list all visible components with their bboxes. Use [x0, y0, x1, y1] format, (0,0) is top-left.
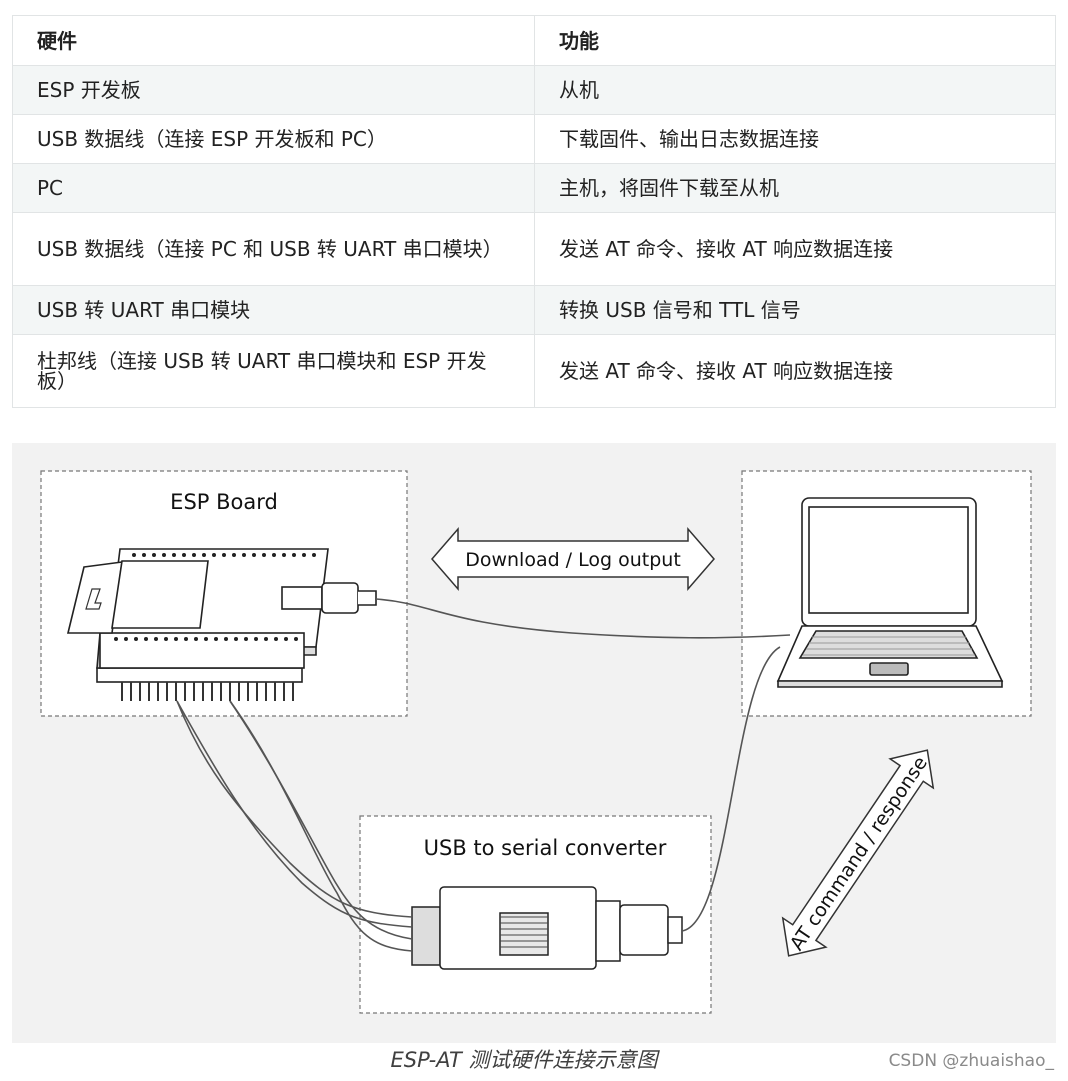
cables — [176, 598, 791, 952]
cell-function: 转换 USB 信号和 TTL 信号 — [534, 285, 1056, 335]
table-row: USB 数据线（连接 ESP 开发板和 PC） 下载固件、输出日志数据连接 — [12, 114, 1056, 164]
figure-caption: ESP-AT 测试硬件连接示意图 — [390, 1048, 658, 1072]
usb-serial-converter-illustration — [411, 886, 683, 970]
hardware-table: 硬件 功能 ESP 开发板 从机 USB 数据线（连接 ESP 开发板和 PC）… — [12, 15, 1056, 408]
table-row: USB 转 UART 串口模块 转换 USB 信号和 TTL 信号 — [12, 285, 1056, 335]
watermark: CSDN @zhuaishao_ — [888, 1051, 1054, 1071]
header-hardware: 硬件 — [12, 15, 535, 66]
download-arrow-label: Download / Log output — [465, 549, 681, 571]
cell-function: 从机 — [534, 65, 1056, 115]
table-row: USB 数据线（连接 PC 和 USB 转 UART 串口模块） 发送 AT 命… — [12, 212, 1056, 286]
cell-hardware: 杜邦线（连接 USB 转 UART 串口模块和 ESP 开发板） — [12, 334, 535, 408]
header-function: 功能 — [534, 15, 1056, 66]
table-header-row: 硬件 功能 — [12, 15, 1056, 66]
cell-hardware: PC — [12, 163, 535, 213]
cell-function: 发送 AT 命令、接收 AT 响应数据连接 — [534, 212, 1056, 286]
cell-hardware: USB 数据线（连接 PC 和 USB 转 UART 串口模块） — [12, 212, 535, 286]
connection-diagram: ESP Board USB to serial converter — [12, 443, 1056, 1043]
esp-board-label: ESP Board — [170, 490, 278, 514]
cell-hardware: ESP 开发板 — [12, 65, 535, 115]
laptop-illustration — [776, 497, 1004, 688]
cell-hardware: USB 转 UART 串口模块 — [12, 285, 535, 335]
table-row: 杜邦线（连接 USB 转 UART 串口模块和 ESP 开发板） 发送 AT 命… — [12, 334, 1056, 408]
cell-function: 发送 AT 命令、接收 AT 响应数据连接 — [534, 334, 1056, 408]
at-arrow-label: AT command / response — [786, 753, 932, 955]
at-command-arrow: AT command / response — [781, 749, 935, 957]
table-row: PC 主机，将固件下载至从机 — [12, 163, 1056, 213]
cell-function: 主机，将固件下载至从机 — [534, 163, 1056, 213]
download-arrow: Download / Log output — [431, 526, 715, 592]
cell-hardware: USB 数据线（连接 ESP 开发板和 PC） — [12, 114, 535, 164]
usb-serial-label: USB to serial converter — [424, 836, 667, 860]
table-row: ESP 开发板 从机 — [12, 65, 1056, 115]
esp-board-illustration — [66, 548, 377, 701]
cell-function: 下载固件、输出日志数据连接 — [534, 114, 1056, 164]
